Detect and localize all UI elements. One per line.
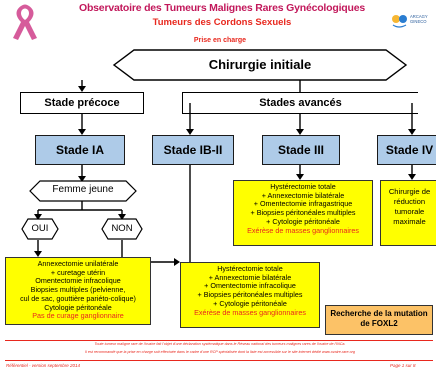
treatment-line: tumorale xyxy=(394,207,425,216)
treatment-line: Annexectomie unilatérale xyxy=(37,259,119,268)
treatment-note: Pas de curage ganglionnaire xyxy=(32,311,124,321)
stage-ib-ii-treatment-box: Hystérectomie totale + Annexectomie bila… xyxy=(180,262,320,328)
treatment-line: Hystérectomie totale xyxy=(270,182,336,191)
decision-node-shape xyxy=(29,180,137,202)
ribbon-logo xyxy=(13,4,37,40)
treatment-line: Hystérectomie totale xyxy=(217,264,283,273)
advanced-branch-header: Stades avancés xyxy=(182,92,418,114)
early-branch-header: Stade précoce xyxy=(20,92,144,114)
stage-iv-box: Stade IV xyxy=(377,135,436,165)
main-node-label: Chirurgie initiale xyxy=(208,57,312,72)
yes-node-shape xyxy=(21,218,59,240)
no-node-shape xyxy=(101,218,143,240)
stage-ib-ii-box: Stade IB-II xyxy=(152,135,234,165)
treatment-line: + Annexectomie bilatérale xyxy=(208,272,292,282)
footer-note-2: Il est recommandé que la prise en charge… xyxy=(85,350,355,354)
treatment-line: + Cytologie péritonéale xyxy=(266,216,340,226)
treatment-line: Chirurgie de xyxy=(388,187,431,196)
foxl2-line: de FOXL2 xyxy=(360,319,398,328)
treatment-line: + Biopsies péritonéales multiples xyxy=(250,208,356,218)
treatment-line: + Biopsies péritonéales multiples xyxy=(197,290,303,300)
treatment-line: Omentectomie infracolique xyxy=(35,276,121,286)
footer-rule xyxy=(5,340,433,341)
treatment-line: + Omentectomie infracolique xyxy=(204,281,296,291)
treatment-line: + Omentectomie infragastrique xyxy=(253,199,353,209)
treatment-line: Cytologie péritonéale xyxy=(44,302,112,312)
footer-version: Référentiel - version septembre 2014 xyxy=(6,363,81,368)
treatment-note: Exérèse de masses ganglionnaires xyxy=(247,225,359,235)
young-woman-treatment-box: Annexectomie unilatérale + curetage utér… xyxy=(5,257,151,325)
footer-note-1: Toute tumeur maligne rare de l'ovaire fa… xyxy=(94,342,346,346)
stage-ia-box: Stade IA xyxy=(35,135,125,165)
foxl2-line: Recherche de la mutation xyxy=(330,309,428,318)
treatment-line: maximale xyxy=(393,217,426,226)
stage-iii-box: Stade III xyxy=(262,135,340,165)
section-label: Prise en charge xyxy=(193,37,247,44)
yes-label: OUI xyxy=(31,223,49,234)
page-subtitle: Tumeurs des Cordons Sexuels xyxy=(152,17,292,28)
svg-text:ARCAGY: ARCAGY xyxy=(410,14,428,19)
treatment-line: + Cytologie péritonéale xyxy=(213,298,287,308)
treatment-note: Exérèse de masses ganglionnaires xyxy=(194,307,306,317)
treatment-line: Biopsies multiples (pelvienne, xyxy=(30,285,126,295)
treatment-line: cul de sac, gouttière pariéto-colique) xyxy=(20,293,136,303)
stage-iii-treatment-box: Hystérectomie totale + Annexectomie bila… xyxy=(233,180,373,246)
main-node-shape xyxy=(112,49,408,81)
page-title: Observatoire des Tumeurs Malignes Rares … xyxy=(78,2,366,14)
footer-page-number: Page 1 sur 8 xyxy=(390,363,416,368)
arcagy-gineco-logo: ARCAGY GINECO xyxy=(392,14,428,28)
footer-rule-2 xyxy=(5,360,433,361)
treatment-line: réduction xyxy=(393,197,426,206)
svg-text:GINECO: GINECO xyxy=(410,19,427,24)
no-label: NON xyxy=(111,223,133,234)
stage-iv-treatment-box: Chirurgie de réduction tumorale maximale xyxy=(380,180,436,246)
treatment-line: + Annexectomie bilatérale xyxy=(261,190,345,200)
decision-label: Femme jeune xyxy=(52,184,114,195)
treatment-line: + curetage utérin xyxy=(50,267,106,277)
foxl2-box: Recherche de la mutation de FOXL2 xyxy=(325,305,433,335)
